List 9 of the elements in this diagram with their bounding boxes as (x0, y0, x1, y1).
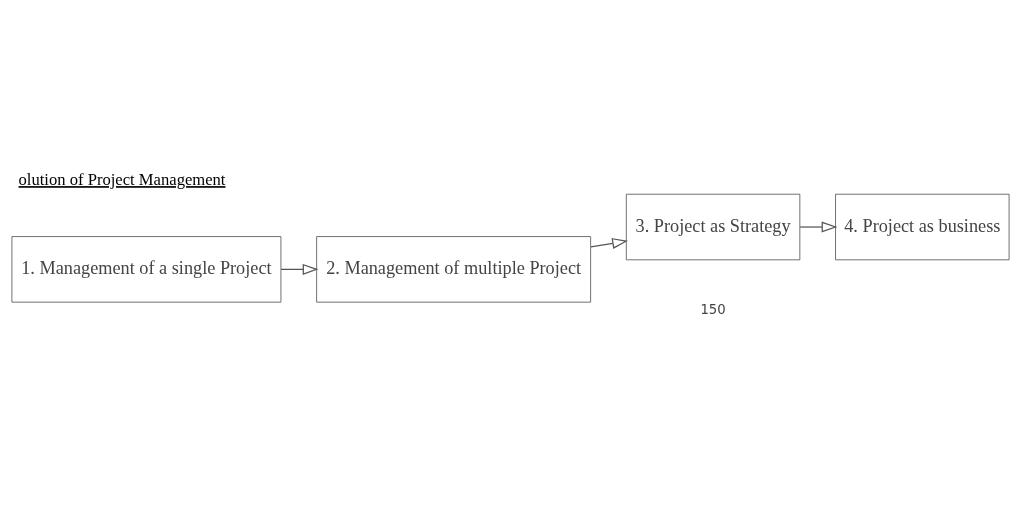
diagram-title: olution of Project Management (18, 170, 226, 190)
arrow (280, 263, 319, 275)
node-box: 1. Management of a single Project (11, 236, 282, 303)
node-box: 3. Project as Strategy (625, 193, 801, 261)
node-box: 4. Project as business (835, 193, 1010, 261)
arrow (590, 237, 628, 249)
arrow (799, 221, 838, 233)
node-box: 2. Management of multiple Project (316, 236, 592, 303)
label: 150 (700, 302, 726, 318)
